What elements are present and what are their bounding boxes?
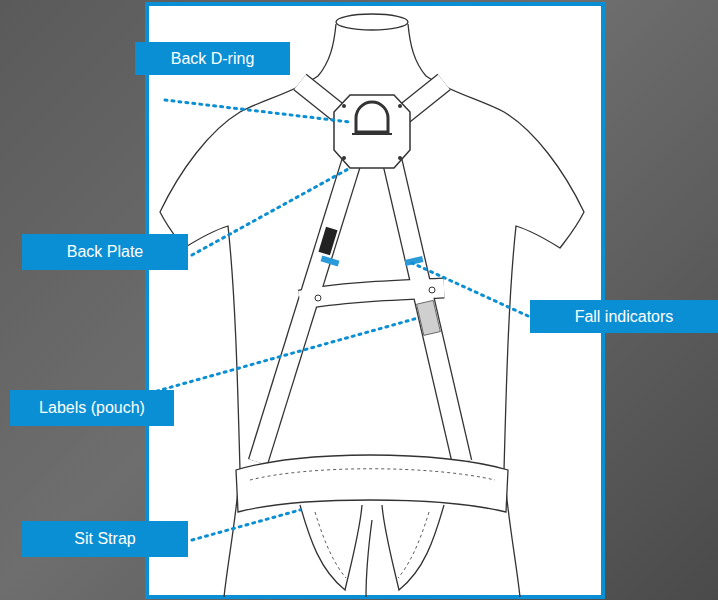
leader-lines bbox=[150, 100, 528, 540]
label-pouch bbox=[417, 300, 441, 335]
fall-indicators bbox=[318, 227, 423, 267]
callout-box: Back D-ring bbox=[135, 42, 290, 75]
back-plate bbox=[334, 95, 410, 168]
callout-label: Back Plate bbox=[67, 242, 143, 262]
mannequin bbox=[160, 14, 584, 597]
callout-label: Sit Strap bbox=[74, 529, 135, 549]
callout-label: Labels (pouch) bbox=[39, 398, 145, 418]
callout-box: Back Plate bbox=[22, 234, 188, 270]
d-ring bbox=[356, 102, 388, 132]
callout-label: Back D-ring bbox=[171, 49, 255, 69]
callout-box: Labels (pouch) bbox=[10, 390, 174, 426]
callout-box: Sit Strap bbox=[22, 521, 188, 557]
harness-straps bbox=[236, 82, 508, 590]
callout-label: Fall indicators bbox=[575, 307, 674, 327]
callout-box: Fall indicators bbox=[530, 300, 718, 333]
